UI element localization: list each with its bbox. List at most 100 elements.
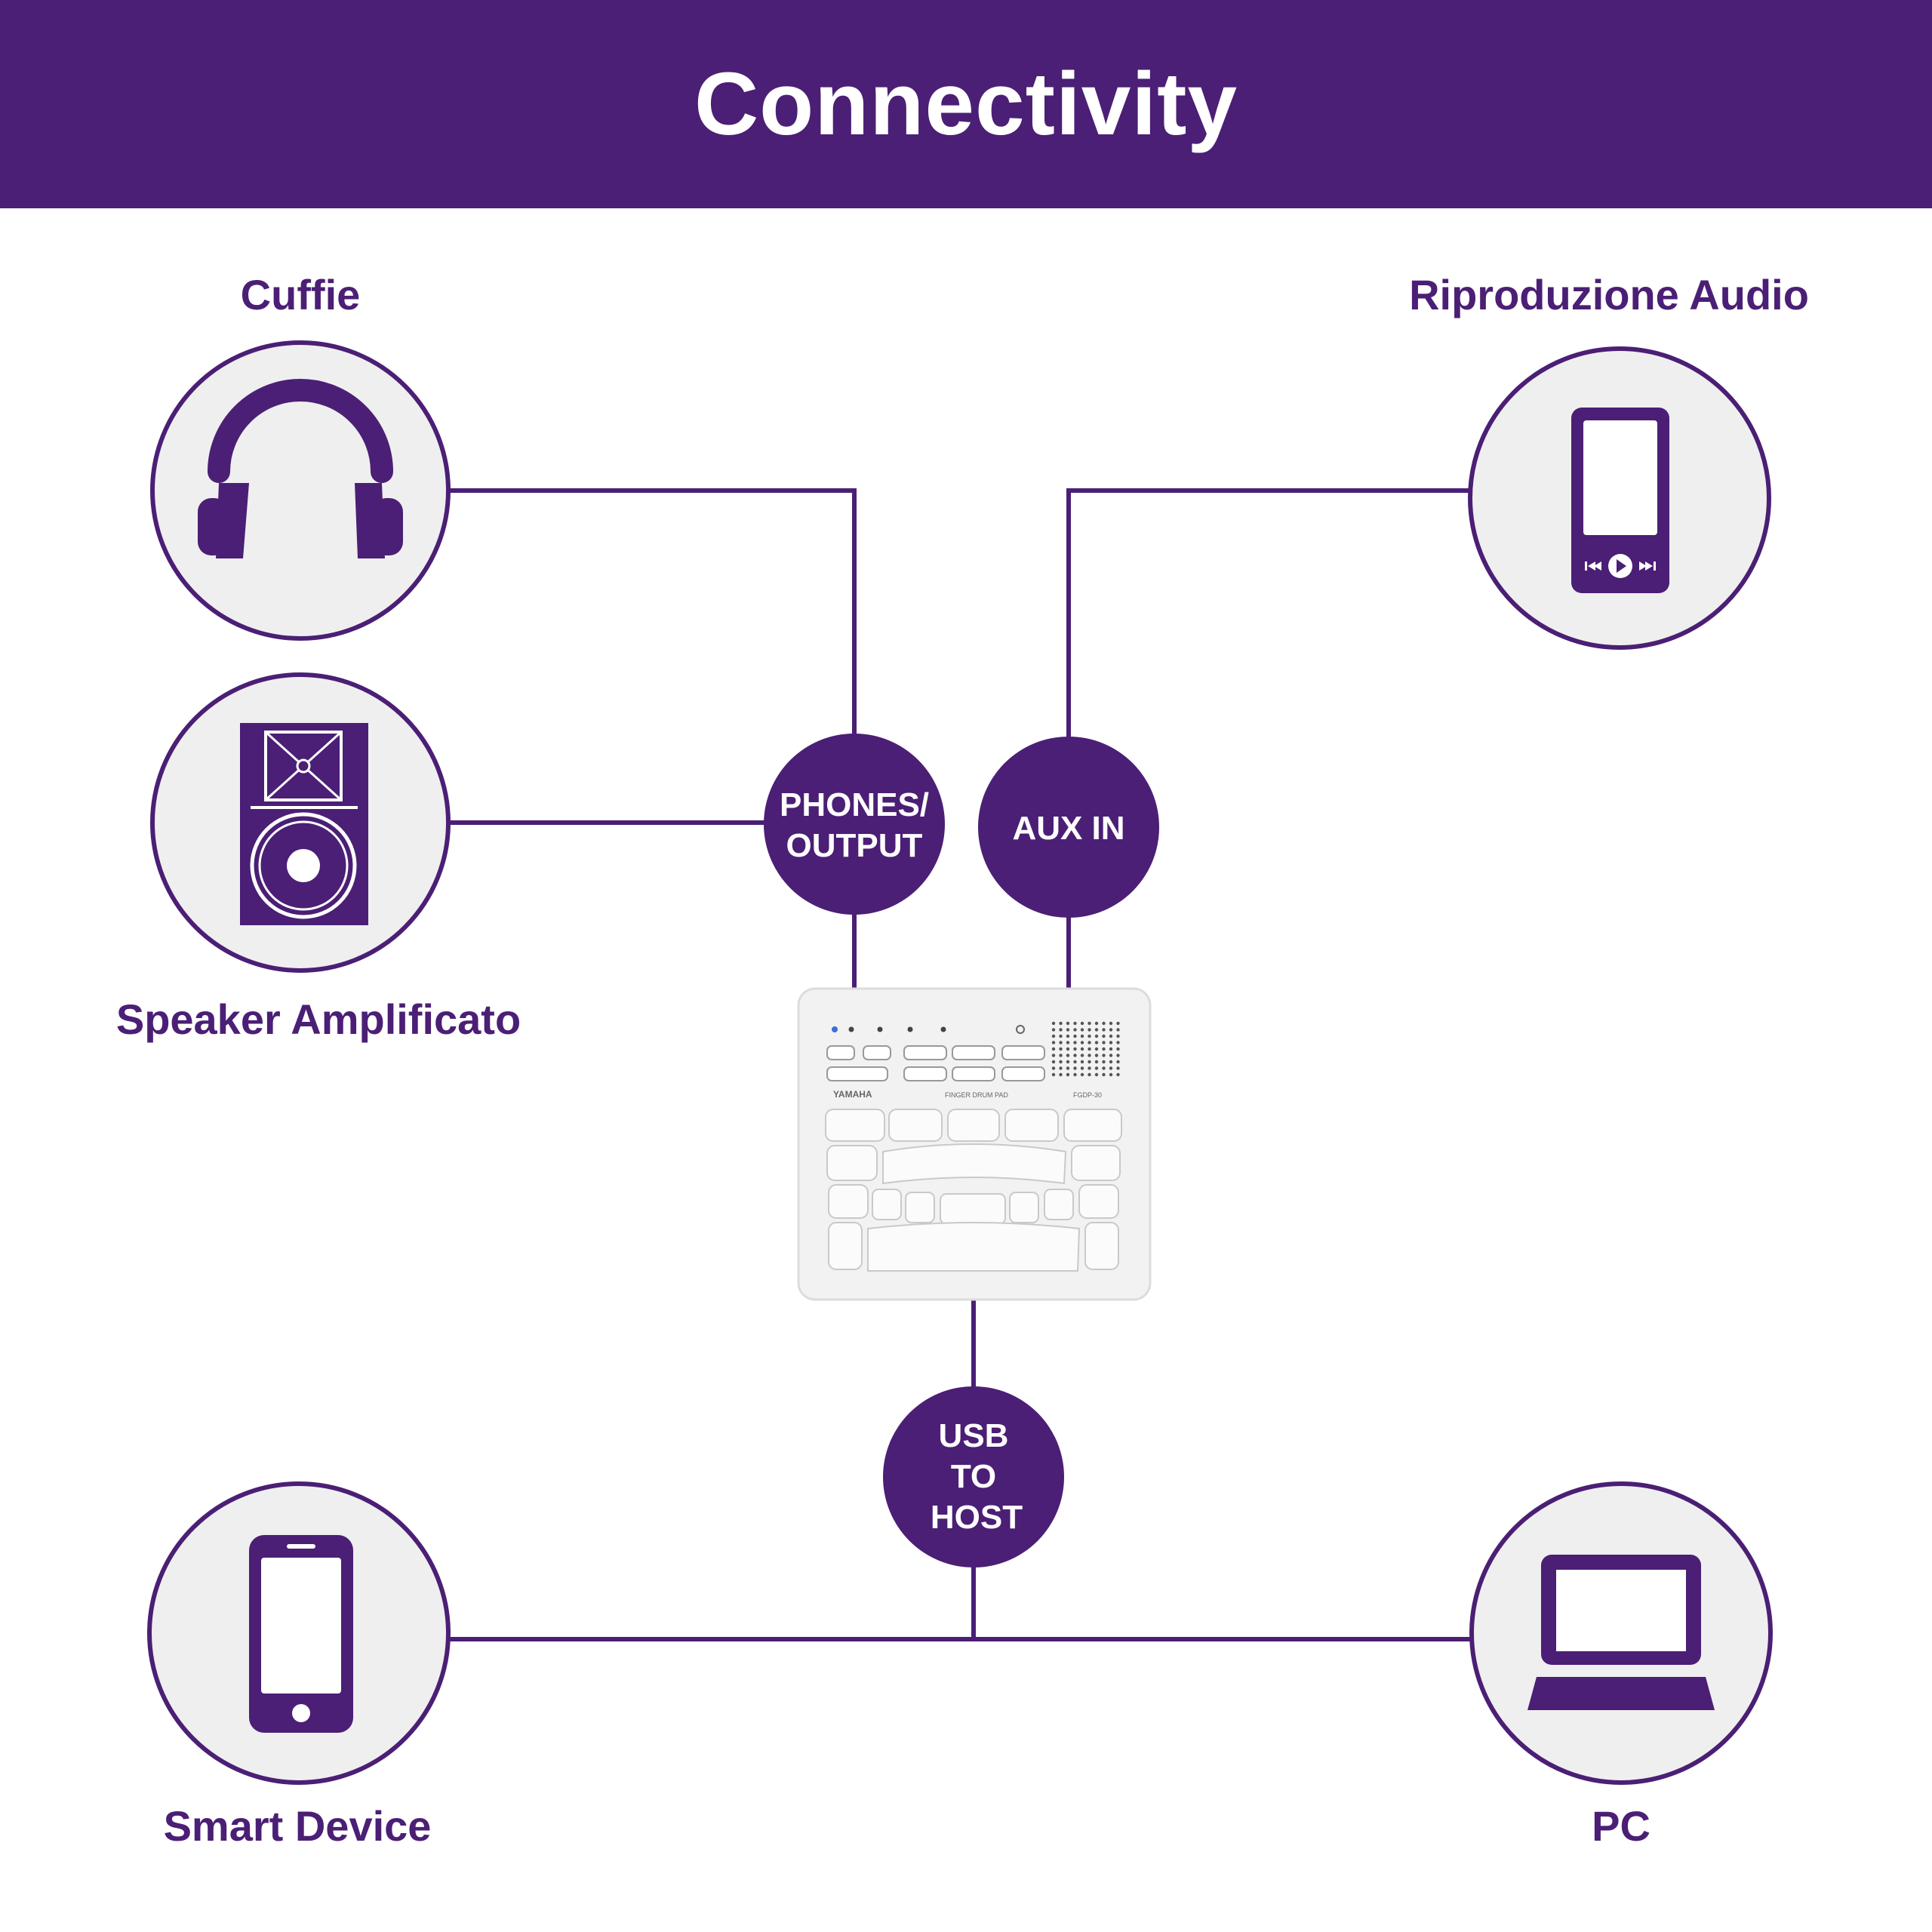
grille-hole bbox=[1073, 1021, 1077, 1026]
port-usb-to-host: USB TO HOST bbox=[883, 1386, 1064, 1567]
grille-hole bbox=[1073, 1028, 1077, 1032]
grille-hole bbox=[1094, 1054, 1099, 1057]
grille-hole bbox=[1094, 1041, 1099, 1044]
grille-hole bbox=[1073, 1060, 1077, 1064]
grille-hole bbox=[1088, 1054, 1091, 1057]
grille-hole bbox=[1094, 1021, 1099, 1026]
grille-hole bbox=[1109, 1041, 1113, 1044]
grille-hole bbox=[1066, 1028, 1070, 1032]
grille-hole bbox=[1080, 1047, 1084, 1051]
label-speaker: Speaker Amplificato bbox=[115, 995, 521, 1043]
port-label-usb-line-3: HOST bbox=[931, 1499, 1023, 1536]
grille-hole bbox=[1088, 1041, 1091, 1044]
grille-hole bbox=[1094, 1066, 1099, 1070]
smartphone-icon bbox=[249, 1535, 353, 1733]
grille-hole bbox=[1073, 1034, 1077, 1038]
grille-hole bbox=[1059, 1021, 1063, 1026]
grille-hole bbox=[1073, 1047, 1077, 1051]
grille-hole bbox=[1094, 1047, 1099, 1051]
label-headphones: Cuffie bbox=[240, 271, 361, 318]
grille-hole bbox=[1094, 1072, 1099, 1077]
grille-hole bbox=[1088, 1047, 1091, 1051]
grille-hole bbox=[1116, 1066, 1120, 1070]
grille-hole bbox=[1059, 1028, 1063, 1032]
grille-hole bbox=[1116, 1054, 1120, 1057]
grille-hole bbox=[1102, 1047, 1106, 1051]
grille-hole bbox=[1066, 1021, 1070, 1026]
grille-hole bbox=[1102, 1066, 1106, 1070]
grille-hole bbox=[1059, 1072, 1063, 1077]
grille-hole bbox=[1059, 1041, 1063, 1044]
grille-hole bbox=[1109, 1028, 1113, 1032]
speaker-icon bbox=[240, 723, 368, 925]
grille-hole bbox=[1080, 1041, 1084, 1044]
port-label-phones-line-2: OUTPUT bbox=[786, 827, 923, 864]
grille-hole bbox=[1051, 1066, 1056, 1070]
grille-hole bbox=[1109, 1060, 1113, 1064]
grille-hole bbox=[1051, 1054, 1056, 1057]
grille-hole bbox=[1109, 1066, 1113, 1070]
grille-hole bbox=[1073, 1072, 1077, 1077]
grille-hole bbox=[1102, 1054, 1106, 1057]
grille-hole bbox=[1066, 1041, 1070, 1044]
grille-hole bbox=[1088, 1066, 1091, 1070]
label-smart-device: Smart Device bbox=[163, 1802, 432, 1850]
grille-hole bbox=[1051, 1072, 1056, 1077]
grille-hole bbox=[1088, 1028, 1091, 1032]
grille-hole bbox=[1116, 1028, 1120, 1032]
grille-hole bbox=[1080, 1060, 1084, 1064]
grille-hole bbox=[1102, 1034, 1106, 1038]
grille-hole bbox=[1080, 1066, 1084, 1070]
grille-hole bbox=[1116, 1021, 1120, 1026]
device-model: FGDP-30 bbox=[1073, 1091, 1102, 1099]
music-player-icon bbox=[1571, 408, 1669, 593]
grille-hole bbox=[1066, 1054, 1070, 1057]
finger-drum-pad-device: YAMAHA FINGER DRUM PAD FGDP-30 bbox=[797, 987, 1152, 1301]
grille-hole bbox=[1109, 1047, 1113, 1051]
device-brand: YAMAHA bbox=[833, 1089, 872, 1100]
grille-hole bbox=[1094, 1060, 1099, 1064]
grille-hole bbox=[1102, 1021, 1106, 1026]
grille-hole bbox=[1080, 1021, 1084, 1026]
line-headphones bbox=[447, 488, 857, 989]
port-phones-output: PHONES/ OUTPUT bbox=[764, 734, 945, 915]
grille-hole bbox=[1073, 1054, 1077, 1057]
grille-hole bbox=[1116, 1041, 1120, 1044]
device-name: FINGER DRUM PAD bbox=[945, 1091, 1008, 1099]
grille-hole bbox=[1116, 1060, 1120, 1064]
line-audio-player bbox=[1066, 488, 1470, 989]
grille-hole bbox=[1066, 1066, 1070, 1070]
grille-hole bbox=[1102, 1041, 1106, 1044]
grille-hole bbox=[1059, 1054, 1063, 1057]
page-title: Connectivity bbox=[694, 54, 1238, 154]
grille-hole bbox=[1109, 1054, 1113, 1057]
grille-hole bbox=[1051, 1021, 1056, 1026]
label-pc: PC bbox=[1592, 1802, 1651, 1850]
grille-hole bbox=[1102, 1028, 1106, 1032]
grille-hole bbox=[1066, 1034, 1070, 1038]
grille-hole bbox=[1109, 1034, 1113, 1038]
speaker-grille bbox=[1051, 1021, 1120, 1077]
grille-hole bbox=[1088, 1021, 1091, 1026]
grille-hole bbox=[1059, 1034, 1063, 1038]
grille-hole bbox=[1059, 1047, 1063, 1051]
grille-hole bbox=[1051, 1034, 1056, 1038]
header-banner: Connectivity bbox=[0, 0, 1932, 208]
grille-hole bbox=[1066, 1060, 1070, 1064]
label-audio-player: Riproduzione Audio bbox=[1409, 271, 1809, 318]
grille-hole bbox=[1102, 1072, 1106, 1077]
grille-hole bbox=[1051, 1028, 1056, 1032]
grille-hole bbox=[1051, 1060, 1056, 1064]
port-label-usb-line-2: TO bbox=[951, 1458, 996, 1495]
grille-hole bbox=[1080, 1072, 1084, 1077]
grille-hole bbox=[1080, 1028, 1084, 1032]
port-aux-in: AUX IN bbox=[978, 737, 1159, 918]
port-label-phones-line-1: PHONES/ bbox=[780, 786, 929, 823]
grille-hole bbox=[1109, 1021, 1113, 1026]
grille-hole bbox=[1094, 1034, 1099, 1038]
port-label-usb-line-1: USB bbox=[939, 1417, 1009, 1454]
grille-hole bbox=[1073, 1041, 1077, 1044]
grille-hole bbox=[1080, 1054, 1084, 1057]
grille-hole bbox=[1116, 1072, 1120, 1077]
